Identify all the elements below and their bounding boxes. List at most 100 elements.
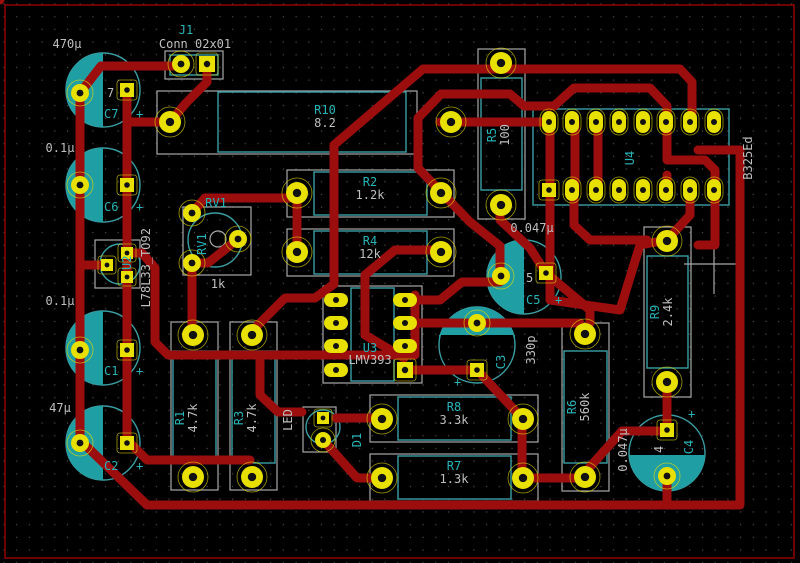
r8-value: 3.3k — [440, 413, 470, 427]
u4-pad-bottom-3[interactable] — [586, 176, 606, 204]
u2-pad-1[interactable] — [117, 267, 137, 287]
c1-ref: C1 — [104, 364, 118, 378]
u3-pad-left-1[interactable] — [324, 293, 348, 307]
u4-pad-top-5[interactable] — [633, 108, 653, 136]
c5-ref: C5 — [526, 293, 540, 307]
u4-pad-top-8[interactable] — [704, 108, 724, 136]
c6-pad-1[interactable] — [116, 174, 138, 196]
r5-value: 100 — [498, 124, 512, 146]
j1-value: Conn_02x01 — [159, 37, 231, 51]
c4-ref: C4 — [682, 440, 696, 454]
d1-outline — [302, 406, 337, 453]
u4-pad-bottom-4[interactable] — [609, 176, 629, 204]
u4-pad-bottom-7[interactable] — [680, 176, 700, 204]
u3-pad-4[interactable] — [393, 358, 417, 382]
track — [122, 248, 420, 360]
c2-value: 47µ — [49, 401, 71, 415]
c4-pad-2[interactable] — [653, 462, 681, 490]
u4-pad-top-6[interactable] — [656, 108, 676, 136]
r6-pad-1[interactable] — [569, 318, 601, 350]
r3-pad-2[interactable] — [236, 461, 268, 493]
r4-pad-1[interactable] — [281, 236, 313, 268]
c5-pad-1[interactable] — [535, 262, 557, 284]
j1-pad-1[interactable] — [195, 52, 219, 76]
u4-pad-bottom-2[interactable] — [562, 176, 582, 204]
r9-pad-1[interactable] — [651, 225, 683, 257]
track — [569, 185, 652, 245]
r6-value: 560k — [578, 392, 592, 422]
r10-pad-2[interactable] — [435, 106, 467, 138]
r10-pad-1[interactable] — [154, 106, 186, 138]
rv1-pad-3[interactable] — [178, 249, 206, 277]
u2-pad-2[interactable] — [97, 255, 117, 275]
r6-pad-2[interactable] — [569, 461, 601, 493]
u3-fab — [350, 287, 395, 382]
r5-pad-2[interactable] — [485, 189, 517, 221]
r2-pad-1[interactable] — [281, 177, 313, 209]
r10-ref: R10 — [314, 103, 336, 117]
r4-pad-2[interactable] — [425, 236, 457, 268]
r7-pad-2[interactable] — [507, 462, 539, 494]
r9-ref: R9 — [648, 305, 662, 319]
u4-pad-bottom-8[interactable] — [704, 176, 724, 204]
u3-pad-right-3[interactable] — [393, 339, 417, 353]
r5-pad-1[interactable] — [485, 47, 517, 79]
c4-plus: + — [688, 407, 695, 421]
u4-value: B325Ed — [741, 136, 755, 179]
c7-pad-1[interactable] — [116, 79, 138, 101]
c2-pad-2[interactable] — [66, 429, 94, 457]
track — [436, 187, 505, 277]
r3-pad-1[interactable] — [236, 319, 268, 351]
c2-pad-1[interactable] — [116, 432, 138, 454]
r7-pad-1[interactable] — [366, 462, 398, 494]
u4-pad-bottom-6[interactable] — [656, 176, 676, 204]
u4-pad-top-7[interactable] — [680, 108, 700, 136]
track — [75, 61, 185, 98]
u4-outline — [532, 108, 730, 206]
c3-pad-1[interactable] — [466, 359, 488, 381]
track — [165, 61, 212, 127]
c2-ref: C2 — [104, 459, 118, 473]
board-edge — [4, 4, 795, 559]
r4-ref: R4 — [363, 234, 377, 248]
r1-pad-2[interactable] — [177, 461, 209, 493]
c7-pad-2[interactable] — [66, 79, 94, 107]
track — [75, 145, 745, 510]
u3-pad-left-3[interactable] — [324, 339, 348, 353]
u3-pad-right-2[interactable] — [393, 316, 417, 330]
u4-pad-top-2[interactable] — [562, 108, 582, 136]
rv1-pad-1[interactable] — [178, 199, 206, 227]
r1-pad-1[interactable] — [177, 319, 209, 351]
r9-pad-2[interactable] — [651, 366, 683, 398]
c6-pad-2[interactable] — [66, 171, 94, 199]
d1-pad-1[interactable] — [313, 408, 333, 428]
u3-pad-right-1[interactable] — [393, 293, 417, 307]
u3-pad-left-2[interactable] — [324, 316, 348, 330]
c1-value: 0.1µ — [46, 294, 75, 308]
r8-fab — [397, 396, 512, 441]
u4-pad-top-3[interactable] — [586, 108, 606, 136]
u4-pad-1[interactable] — [538, 179, 560, 201]
j1-pad-2[interactable] — [167, 50, 195, 78]
r8-pad-1[interactable] — [366, 403, 398, 435]
u3-ref: U3 — [363, 341, 377, 355]
c1-pad-2[interactable] — [66, 336, 94, 364]
d1-pad-2[interactable] — [310, 427, 336, 453]
c3-ref: C3 — [494, 355, 508, 369]
c3-pad-2[interactable] — [463, 309, 491, 337]
u3-pad-left-4[interactable] — [324, 363, 348, 377]
u2-pad-3[interactable] — [117, 243, 137, 263]
c3-plus: + — [454, 375, 461, 389]
c6-ref: C6 — [104, 200, 118, 214]
u4-pad-top-1[interactable] — [539, 108, 559, 136]
u4-pad-top-4[interactable] — [609, 108, 629, 136]
r8-pad-2[interactable] — [507, 403, 539, 435]
r2-pad-2[interactable] — [425, 177, 457, 209]
c5-pad-2[interactable] — [487, 262, 515, 290]
u4-pad-bottom-5[interactable] — [633, 176, 653, 204]
rv1-pad-2[interactable] — [224, 225, 252, 253]
track — [360, 245, 446, 363]
c4-pad-1[interactable] — [656, 419, 678, 441]
c1-pad-1[interactable] — [116, 339, 138, 361]
